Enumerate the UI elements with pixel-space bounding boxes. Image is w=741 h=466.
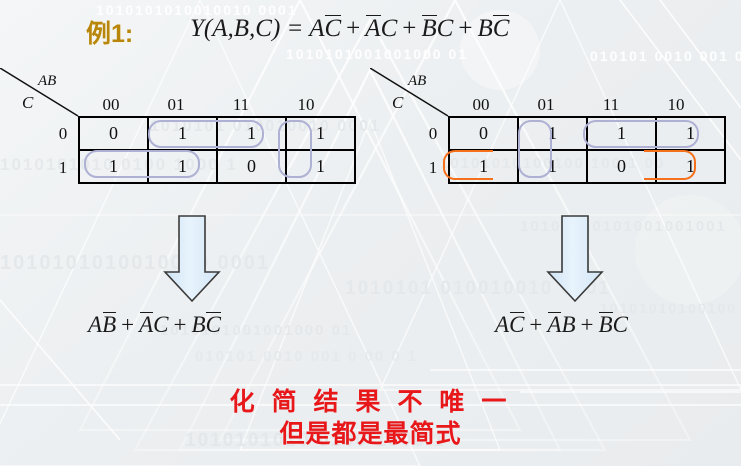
- kmap-right-cell-r1c0[interactable]: 1: [448, 149, 519, 184]
- table-row: 1 1 0 1: [78, 149, 356, 184]
- kmap-right-cell-r0c2[interactable]: 1: [586, 116, 657, 151]
- kmap-left-cell-r1c2[interactable]: 0: [216, 149, 287, 184]
- operator-plus: +: [529, 312, 543, 337]
- kmap-left-cell-r0c1[interactable]: 1: [147, 116, 218, 151]
- example-label: 例1:: [86, 20, 134, 48]
- kmap-left-cell-r0c0[interactable]: 0: [78, 116, 149, 151]
- result-left-expression: AB+AC+BC: [88, 311, 222, 338]
- operator-plus: +: [346, 15, 361, 42]
- overline-a: A: [547, 312, 562, 337]
- kmap-left-cell-r1c1[interactable]: 1: [147, 149, 218, 184]
- kmap-right-cell-r0c1[interactable]: 1: [517, 116, 588, 151]
- overline-c: C: [492, 15, 510, 42]
- operator-plus: +: [121, 312, 135, 337]
- kmap-left-col-header-11: 11: [232, 95, 250, 114]
- kmap-right-cell-r0c3[interactable]: 1: [655, 116, 726, 151]
- kmap-left-row-header-1: 1: [58, 158, 68, 177]
- title-expression: Y(A,B,C) = AC+AC+BC+BC: [190, 14, 509, 43]
- kmap-right: AB C 00 01 11 10 0 1 0 1 1 1 1 1 0 1: [370, 68, 741, 198]
- table-row: 0 1 1 1: [448, 116, 726, 151]
- kmap-left-row-header-0: 0: [58, 124, 68, 143]
- kmap-left-table: 0 1 1 1 1 1 0 1: [78, 116, 356, 184]
- kmap-right-table: 0 1 1 1 1 1 0 1: [448, 116, 726, 184]
- kmap-right-label-ab: AB: [408, 73, 427, 89]
- kmap-left-cell-r0c3[interactable]: 1: [285, 116, 356, 151]
- kmap-right-col-header-10: 10: [667, 95, 685, 114]
- operator-plus: +: [402, 15, 417, 42]
- kmap-right-col-header-01: 01: [537, 95, 555, 114]
- binary-line: 010101 0010 001 0 00 0 1: [590, 48, 741, 64]
- overline-c: C: [509, 312, 525, 337]
- kmap-left: AB C 00 01 11 10 0 1 0 1 1 1 1 1 0 1: [0, 68, 360, 198]
- result-right-expression: AC+AB+BC: [495, 311, 628, 338]
- result-right-term-1: AC: [495, 312, 525, 337]
- kmap-left-cell-r0c2[interactable]: 1: [216, 116, 287, 151]
- kmap-left-col-header-00: 00: [102, 95, 120, 114]
- overline-b: B: [421, 15, 437, 42]
- table-row: 1 1 0 1: [448, 149, 726, 184]
- kmap-right-corner-diagonal: [370, 68, 449, 117]
- title-term-1: AC: [309, 15, 342, 42]
- title-term-3: BC: [421, 15, 454, 42]
- kmap-left-label-ab: AB: [38, 73, 57, 89]
- result-left-term-1: AB: [88, 312, 117, 337]
- kmap-right-cell-r0c0[interactable]: 0: [448, 116, 519, 151]
- down-arrow-right: [546, 215, 604, 303]
- binary-line: 010101 0010 001 0 00 0 1: [195, 348, 419, 365]
- overline-b: B: [102, 312, 117, 337]
- title-term-2: AC: [365, 15, 398, 42]
- binary-line: 1010101010010010 0001: [0, 252, 271, 274]
- kmap-right-row-header-1: 1: [428, 158, 438, 177]
- kmap-left-cell-r1c3[interactable]: 1: [285, 149, 356, 184]
- kmap-left-label-c: C: [22, 93, 34, 112]
- kmap-left-corner-diagonal: [0, 68, 79, 117]
- overline-c: C: [324, 15, 342, 42]
- kmap-left-col-header-01: 01: [167, 95, 185, 114]
- operator-plus: +: [458, 15, 473, 42]
- title-function-head: Y(A,B,C) =: [190, 15, 310, 42]
- kmap-right-row-header-0: 0: [428, 124, 438, 143]
- kmap-right-col-header-11: 11: [602, 95, 620, 114]
- down-arrow-left: [163, 215, 221, 303]
- kmap-right-col-header-00: 00: [472, 95, 490, 114]
- result-right-term-3: BC: [598, 312, 628, 337]
- kmap-right-cell-r1c2[interactable]: 0: [586, 149, 657, 184]
- overline-a: A: [139, 312, 154, 337]
- table-row: 0 1 1 1: [78, 116, 356, 151]
- binary-line: 1010101001001000 01: [286, 46, 469, 62]
- kmap-right-cell-r1c3[interactable]: 1: [655, 149, 726, 184]
- conclusion-line-2: 但是都是最简式: [279, 420, 462, 448]
- kmap-left-col-header-10: 10: [297, 95, 315, 114]
- result-left-term-2: AC: [139, 312, 169, 337]
- kmap-left-cell-r1c0[interactable]: 1: [78, 149, 149, 184]
- conclusion-line-1: 化 简 结 果 不 唯 一: [229, 388, 512, 416]
- kmap-right-label-c: C: [392, 93, 404, 112]
- operator-plus: +: [580, 312, 594, 337]
- overline-a: A: [365, 15, 381, 42]
- title-term-4: BC: [477, 15, 510, 42]
- operator-plus: +: [173, 312, 187, 337]
- overline-c: C: [205, 312, 222, 337]
- result-left-term-3: BC: [191, 312, 222, 337]
- kmap-right-cell-r1c1[interactable]: 1: [517, 149, 588, 184]
- result-right-term-2: AB: [547, 312, 576, 337]
- overline-b: B: [598, 312, 613, 337]
